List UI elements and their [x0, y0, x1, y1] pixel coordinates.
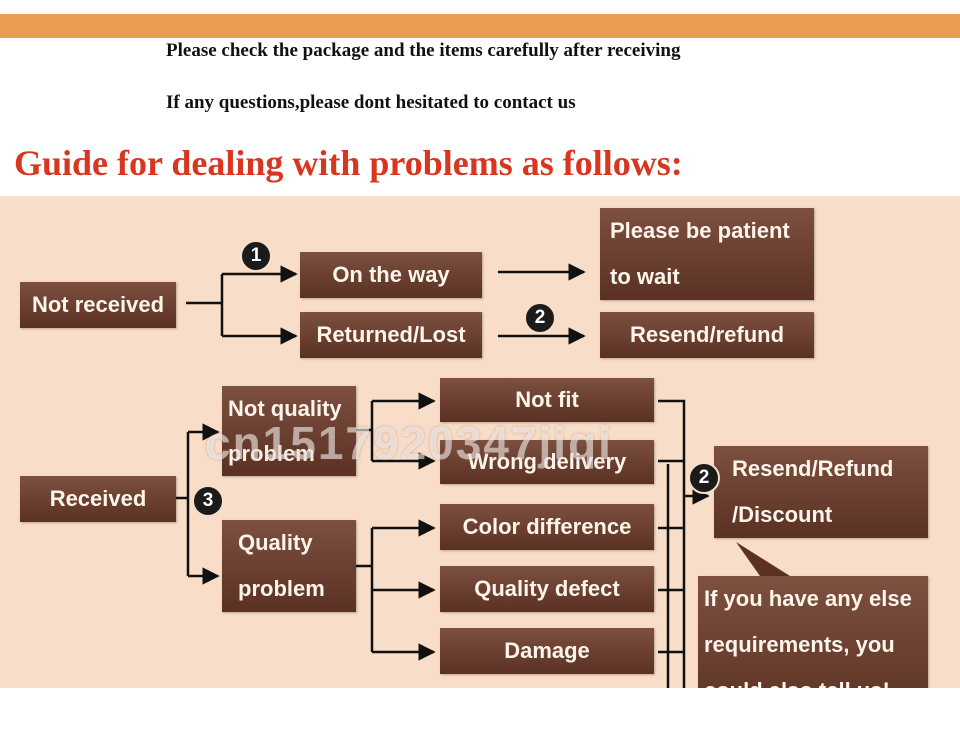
patient-line-2: to wait [610, 264, 680, 289]
top-orange-bar [0, 14, 960, 38]
patient-line-1: Please be patient [610, 218, 790, 243]
quality-line-1: Quality [238, 530, 313, 555]
box-resend-refund: Resend/refund [600, 312, 814, 358]
box-resend-refund-discount: Resend/Refund /Discount [714, 446, 928, 538]
box-not-received: Not received [20, 282, 176, 328]
badge-step-2-top: 2 [524, 302, 556, 334]
badge-step-3: 3 [192, 485, 224, 517]
box-received: Received [20, 476, 176, 522]
else-line-2: requirements, you [704, 632, 895, 657]
box-wrong-delivery: Wrong delivery [440, 440, 654, 484]
else-line-1: If you have any else [704, 586, 912, 611]
box-not-quality-problem: Not quality problem [222, 386, 356, 476]
not-quality-line-2: problem [228, 441, 315, 466]
box-damage: Damage [440, 628, 654, 674]
box-color-difference: Color difference [440, 504, 654, 550]
note-check-package: Please check the package and the items c… [166, 40, 681, 61]
box-quality-problem: Quality problem [222, 520, 356, 612]
box-on-the-way: On the way [300, 252, 482, 298]
resend-discount-line-2: /Discount [732, 502, 833, 527]
badge-step-1: 1 [240, 240, 272, 272]
flowchart-connectors [176, 263, 790, 688]
flowchart-panel: Not received On the way Returned/Lost Pl… [0, 196, 960, 688]
watermark-text: cn1517920347jiqi [205, 417, 613, 469]
quality-line-2: problem [238, 576, 325, 601]
not-quality-line-1: Not quality [228, 396, 342, 421]
resend-discount-line-1: Resend/Refund [732, 456, 894, 481]
note-contact-us: If any questions,please dont hesitated t… [166, 92, 576, 113]
badge-step-2-bottom: 2 [688, 462, 720, 494]
box-returned-lost: Returned/Lost [300, 312, 482, 358]
guide-heading: Guide for dealing with problems as follo… [14, 143, 683, 183]
box-please-be-patient: Please be patient to wait [600, 208, 814, 300]
merge-bracket-outer [658, 399, 686, 688]
box-not-fit: Not fit [440, 378, 654, 422]
else-line-3: could also tell us! [704, 668, 922, 688]
box-quality-defect: Quality defect [440, 566, 654, 612]
speech-pointer [736, 542, 790, 576]
box-else-requirements: If you have any else requirements, you c… [698, 576, 928, 688]
